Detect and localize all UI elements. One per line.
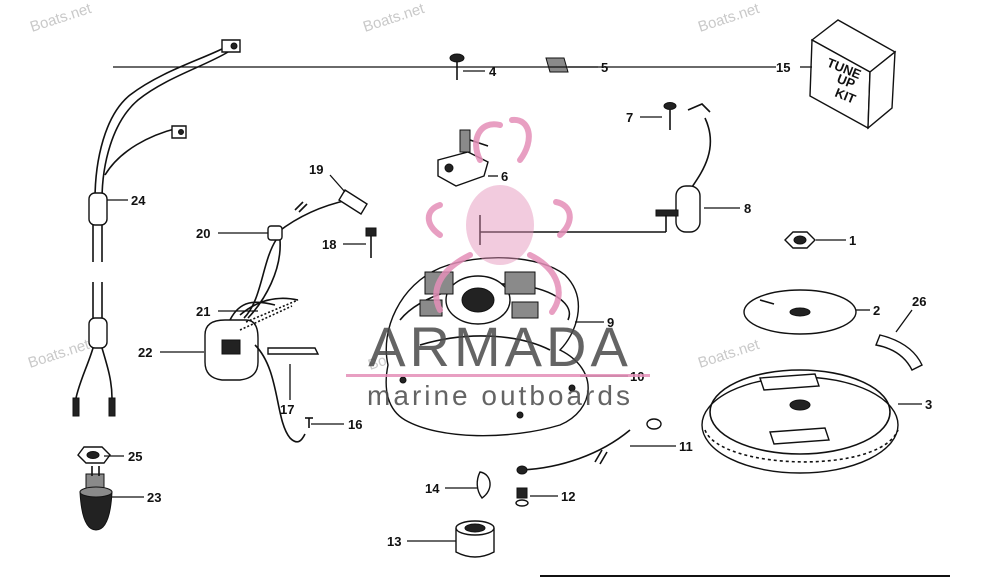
callout-6: 6 — [501, 169, 508, 184]
part-screw-12 — [515, 487, 529, 507]
callout-1: 1 — [849, 233, 856, 248]
callout-12: 12 — [561, 489, 575, 504]
brand-tagline: marine outboards — [367, 380, 633, 411]
octopus-icon — [425, 116, 573, 315]
callout-19: 19 — [309, 162, 323, 177]
part-screw-7 — [663, 102, 677, 130]
part-tune-up-kit: TUNE UP KIT — [809, 19, 897, 130]
part-breaker-points — [437, 129, 489, 187]
watermark-top-right: Boats.net — [696, 0, 762, 36]
callout-25: 25 — [128, 449, 142, 464]
callout-15: 15 — [776, 60, 790, 75]
part-screw-4 — [449, 53, 465, 80]
callout-22: 22 — [138, 345, 152, 360]
callout-2: 2 — [873, 303, 880, 318]
callout-18: 18 — [322, 237, 336, 252]
watermark-right: Boats.net — [696, 336, 762, 372]
callout-23: 23 — [147, 490, 161, 505]
callout-labels: 1 2 3 4 5 6 7 8 9 10 11 12 13 14 15 16 1… — [128, 60, 932, 549]
callout-5: 5 — [601, 60, 608, 75]
callout-3: 3 — [925, 397, 932, 412]
part-ground-wire — [516, 418, 662, 475]
leader-lines — [104, 66, 922, 542]
callout-21: 21 — [196, 304, 210, 319]
kit-label-line2: UP — [835, 71, 858, 92]
callout-13: 13 — [387, 534, 401, 549]
brand-underline — [346, 374, 650, 377]
part-clip — [267, 347, 320, 355]
part-nut — [77, 446, 111, 464]
part-screw-18 — [365, 227, 377, 258]
part-flywheel — [701, 369, 899, 474]
part-spark-plug-boot — [267, 225, 283, 241]
callout-14: 14 — [425, 481, 440, 496]
callout-17: 17 — [280, 402, 294, 417]
part-switch — [79, 466, 113, 531]
watermark-top-left: Boats.net — [28, 0, 94, 36]
brand-wordmark: ARMADA — [368, 315, 632, 378]
callout-9: 9 — [607, 315, 614, 330]
callout-24: 24 — [131, 193, 146, 208]
callout-20: 20 — [196, 226, 210, 241]
part-washer-plate — [743, 289, 857, 335]
watermark-top-center: Boats.net — [361, 0, 427, 36]
part-flywheel-nut — [784, 231, 816, 249]
callout-11: 11 — [679, 439, 693, 454]
callout-26: 26 — [912, 294, 926, 309]
part-decal-strip — [875, 334, 923, 371]
callout-8: 8 — [744, 201, 751, 216]
part-screw-small — [305, 417, 313, 428]
part-sleeve — [455, 520, 495, 558]
part-key — [476, 471, 491, 499]
callout-7: 7 — [626, 110, 633, 125]
part-felt-pad — [545, 57, 569, 73]
part-condenser — [479, 103, 712, 245]
kit-label-line3: KIT — [833, 85, 858, 107]
callout-16: 16 — [348, 417, 362, 432]
callout-4: 4 — [489, 64, 497, 79]
part-spark-plug-lead — [277, 189, 368, 233]
brand-logo: ARMADA marine outboards — [346, 116, 650, 411]
part-wire-harness — [72, 39, 241, 417]
part-coil-wire — [239, 239, 306, 443]
